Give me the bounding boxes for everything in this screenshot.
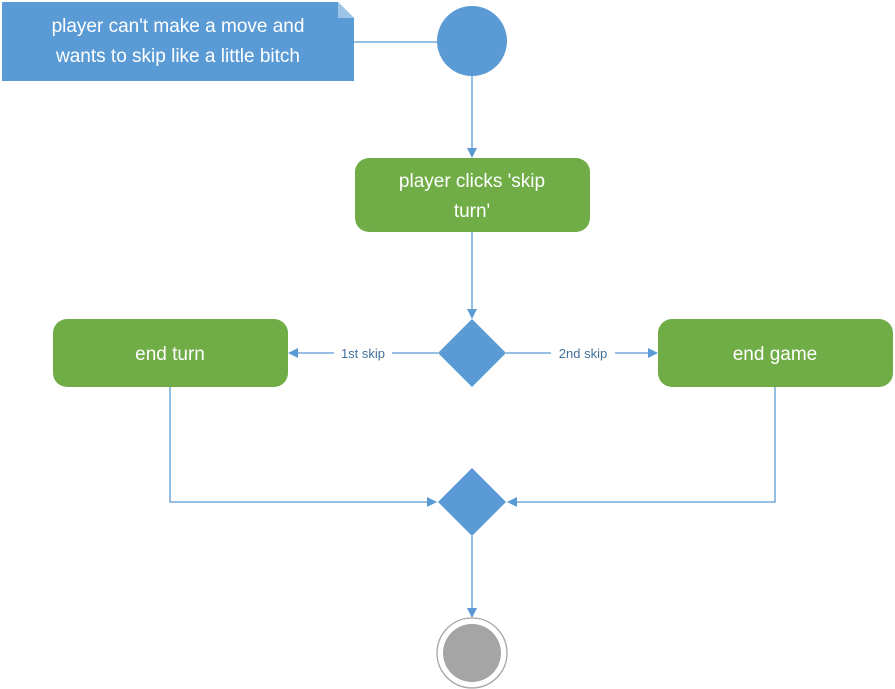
action-end-turn: end turn: [53, 319, 288, 387]
comment-line-1: player can't make a move and: [52, 16, 305, 37]
action-skip-turn: player clicks 'skip turn': [355, 158, 590, 232]
flow-end-game-to-merge: [507, 387, 776, 507]
action-end-game: end game: [658, 319, 893, 387]
edge-label-second-skip: 2nd skip: [559, 346, 607, 361]
flow-end-turn-to-merge: [169, 387, 437, 507]
merge-node: [438, 468, 506, 536]
action-end-game-label: end game: [733, 344, 818, 365]
action-end-turn-label: end turn: [135, 344, 205, 365]
initial-node: [437, 6, 507, 76]
action-skip-turn-line-2: turn': [454, 201, 490, 222]
edge-label-first-skip: 1st skip: [341, 346, 385, 361]
action-skip-turn-line-1: player clicks 'skip: [399, 171, 545, 192]
decision-node: [438, 319, 506, 387]
comment-line-2: wants to skip like a little bitch: [55, 46, 300, 67]
comment-note: player can't make a move and wants to sk…: [2, 2, 354, 81]
final-node: [436, 617, 508, 689]
